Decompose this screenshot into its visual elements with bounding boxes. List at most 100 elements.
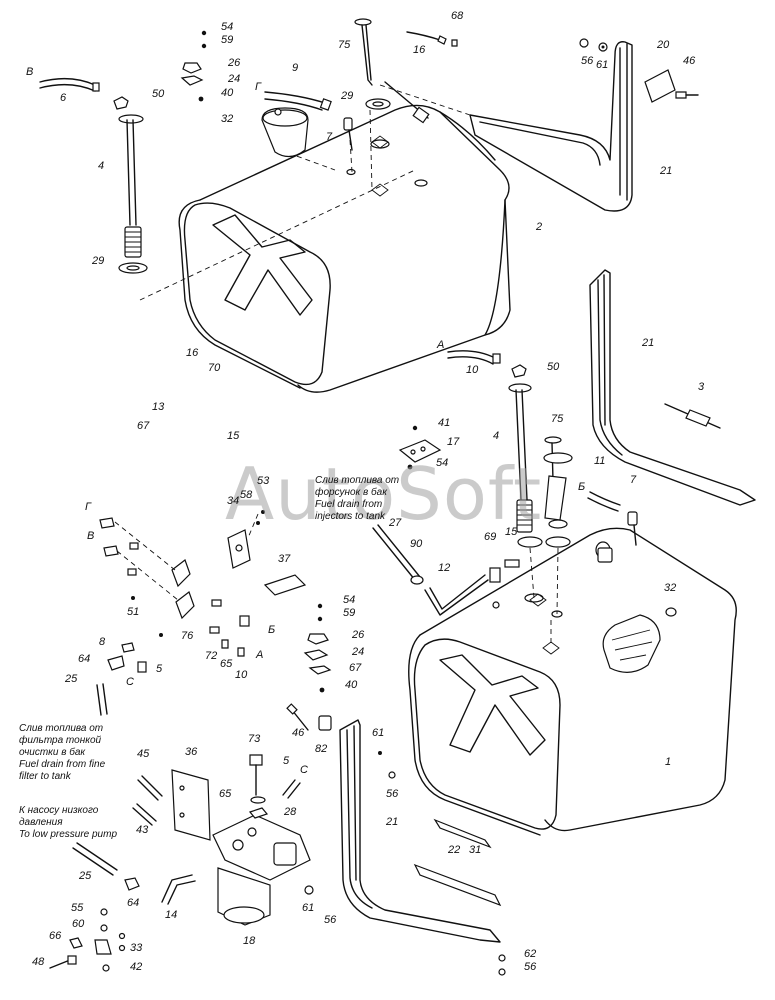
part-label: 67 [349, 662, 362, 674]
part-label: 56 [324, 914, 337, 926]
part-label: С [300, 764, 308, 776]
part-label: Г [85, 501, 91, 513]
part-label: 42 [130, 961, 143, 973]
part-7-upper [343, 117, 353, 151]
part-90-15-misc [597, 547, 613, 563]
part-label: 36 [185, 746, 198, 758]
part-label: 55 [71, 902, 84, 914]
part-16-tube [406, 31, 458, 47]
strap-21-lower [339, 719, 501, 943]
part-label: 9 [292, 62, 299, 74]
studs-45-43 [132, 775, 163, 826]
part-label: 59 [221, 34, 234, 46]
pads-22-31 [413, 818, 502, 907]
part-label: 56 [386, 788, 399, 800]
part-label: 4 [98, 160, 105, 172]
part-label: 34 [227, 495, 240, 507]
part-label: 68 [451, 10, 464, 22]
part-label: 10 [235, 669, 248, 681]
upper-fuel-tank [178, 104, 511, 393]
part-label: 32 [221, 113, 234, 125]
part-label: 1 [665, 756, 672, 768]
strap-21-upper [469, 41, 633, 212]
part-label: 26 [352, 629, 365, 641]
part-label: 61 [302, 902, 315, 914]
part-label: 64 [127, 897, 140, 909]
part-label: 25 [65, 673, 78, 685]
part-label: 46 [292, 727, 305, 739]
part-label: 61 [596, 59, 609, 71]
part-label: 37 [278, 553, 291, 565]
part-label: 29 [341, 90, 354, 102]
part-label: 67 [137, 420, 150, 432]
part-label: 56 [581, 55, 594, 67]
part-label: 5 [156, 663, 163, 675]
part-27-line [372, 524, 424, 585]
part-label: 21 [660, 165, 673, 177]
part-69-fitting [489, 559, 520, 609]
note-drain-filter: Слив топлива от фильтра тонкой очистки в… [19, 723, 106, 782]
hose-10-a [447, 350, 501, 365]
part-label: 13 [152, 401, 165, 413]
part-label: 14 [165, 909, 178, 921]
part-label: 7 [630, 474, 637, 486]
part-label: 54 [343, 594, 356, 606]
part-label: 61 [372, 727, 385, 739]
strap-21-middle [589, 269, 756, 506]
lower-fuel-tank [408, 527, 737, 836]
fasteners-lower-right [378, 751, 506, 976]
part-label: 73 [248, 733, 261, 745]
fittings-left-column [99, 517, 250, 637]
part-label: 82 [315, 743, 328, 755]
filler-cap-32 [261, 107, 309, 158]
part-label: 17 [447, 436, 460, 448]
bolt-73-65-28 [248, 754, 301, 819]
part-label: 51 [127, 606, 140, 618]
part-label: 75 [551, 413, 564, 425]
part-6-hose [39, 77, 100, 92]
fasteners-upper-right [579, 38, 699, 103]
part-label: 3 [698, 381, 705, 393]
sender-rod-left [113, 96, 148, 274]
part-label: 62 [524, 948, 537, 960]
part-label: 41 [438, 417, 451, 429]
part-label: 65 [219, 788, 232, 800]
part-11-hose [587, 491, 621, 512]
part-label: 8 [99, 636, 106, 648]
part-label: 60 [72, 918, 85, 930]
part-label: Б [578, 481, 586, 493]
part-label: 48 [32, 956, 45, 968]
part-label: 24 [352, 646, 365, 658]
part-label: 11 [594, 455, 606, 467]
part-label: 72 [205, 650, 218, 662]
part-label: 22 [448, 844, 461, 856]
fuel-level-sender-upper [354, 18, 430, 124]
part-label: 40 [345, 679, 358, 691]
bolt-46-nut-82 [286, 703, 332, 731]
part-3-clip [664, 403, 721, 429]
part-label: 2 [536, 221, 543, 233]
part-label: 21 [386, 816, 399, 828]
part-label: 18 [243, 935, 256, 947]
part-label: 59 [343, 607, 356, 619]
fasteners-center [303, 603, 332, 693]
part-label: С [126, 676, 134, 688]
part-label: 46 [683, 55, 696, 67]
part-label: 90 [410, 538, 423, 550]
note-low-pressure-pump: К насосу низкого давления To low pressur… [19, 805, 118, 840]
part-label: 16 [186, 347, 199, 359]
part-label: 10 [466, 364, 479, 376]
part-label: 76 [181, 630, 194, 642]
fasteners-bottom-left [49, 885, 314, 972]
part-label: 32 [664, 582, 677, 594]
part-label: 7 [326, 131, 333, 143]
part-label: 53 [257, 475, 270, 487]
part-label: 66 [49, 930, 62, 942]
fittings-left-lower [96, 639, 245, 716]
part-label: 25 [79, 870, 92, 882]
lower-left-pipes [72, 842, 196, 905]
part-label: 56 [524, 961, 537, 973]
note-drain-injectors: Слив топлива от форсунок в бак Fuel drai… [315, 475, 400, 522]
part-label: 27 [389, 517, 402, 529]
